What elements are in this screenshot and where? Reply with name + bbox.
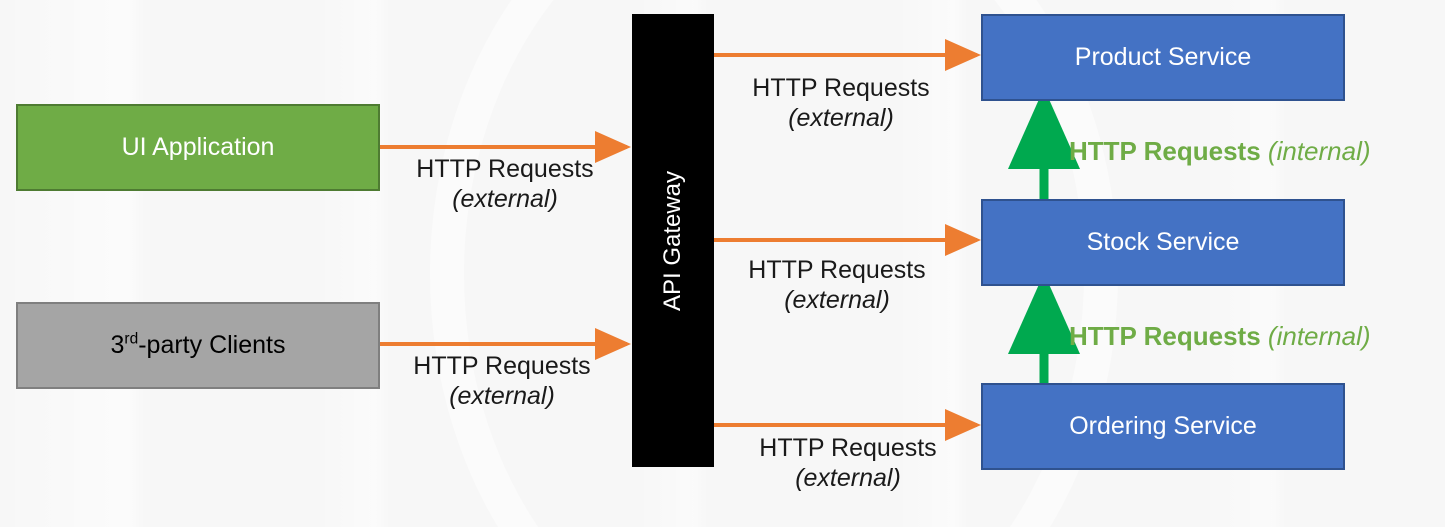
node-api-gateway-label: API Gateway [659,170,686,311]
edge-label-stock-to-product: HTTP Requests (internal) [1069,136,1371,167]
edge-label-qualifier: (external) [784,285,890,314]
edge-label-qualifier: (external) [452,184,558,213]
node-product-service-label: Product Service [1074,43,1252,71]
edge-label-text: HTTP Requests [1069,321,1261,351]
clients-label-prefix: 3 [110,331,125,359]
node-ordering-service[interactable]: Ordering Service [981,383,1345,470]
node-ordering-service-label: Ordering Service [1069,412,1257,440]
edge-label-gateway-to-ordering: HTTP Requests (external) [748,434,948,493]
node-product-service[interactable]: Product Service [981,14,1345,101]
edge-label-text: HTTP Requests [416,155,594,183]
edge-label-ui-to-gateway: HTTP Requests (external) [405,155,605,214]
node-ui-application[interactable]: UI Application [16,104,380,191]
edge-label-text: HTTP Requests [1069,136,1261,166]
edge-label-qualifier: (internal) [1267,321,1371,351]
clients-label-rest: -party Clients [138,331,286,359]
node-api-gateway[interactable]: API Gateway [632,14,714,467]
edge-label-text: HTTP Requests [413,352,591,380]
edge-label-clients-to-gateway: HTTP Requests (external) [402,352,602,411]
node-stock-service-label: Stock Service [1086,228,1240,256]
edge-label-qualifier: (external) [449,381,555,410]
edge-label-text: HTTP Requests [752,74,930,102]
edge-label-qualifier: (external) [788,103,894,132]
edge-label-qualifier: (external) [795,463,901,492]
edge-label-gateway-to-product: HTTP Requests (external) [741,74,941,133]
edge-label-gateway-to-stock: HTTP Requests (external) [737,256,937,315]
edge-label-qualifier: (internal) [1267,136,1371,166]
edge-label-ordering-to-stock: HTTP Requests (internal) [1069,321,1371,352]
node-third-party-clients[interactable]: 3rd-party Clients [16,302,380,389]
clients-label-superscript: rd [124,330,139,348]
node-stock-service[interactable]: Stock Service [981,199,1345,286]
node-third-party-clients-label: 3rd-party Clients [111,331,286,360]
edge-label-text: HTTP Requests [759,434,937,462]
edge-label-text: HTTP Requests [748,256,926,284]
node-ui-application-label: UI Application [121,133,275,161]
